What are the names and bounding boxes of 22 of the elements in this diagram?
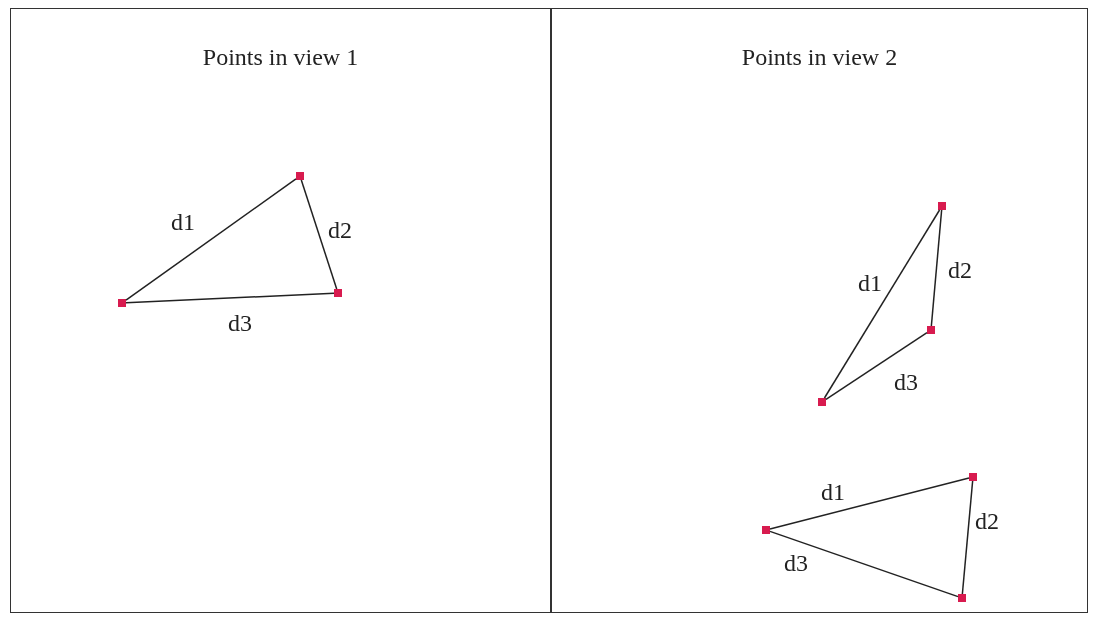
point-marker [958, 594, 966, 602]
point-marker [818, 398, 826, 406]
view-panel [10, 8, 551, 613]
distance-line [823, 209, 941, 399]
view-panel [551, 8, 1088, 613]
distance-line [125, 292, 335, 304]
distance-line [769, 477, 970, 530]
point-marker [969, 473, 977, 481]
distance-line [930, 209, 943, 327]
distance-line [125, 178, 297, 301]
panel-title: Points in view 2 [740, 43, 899, 72]
distance-line [825, 331, 928, 401]
distance-line [300, 179, 338, 290]
panel-title: Points in view 1 [201, 43, 360, 72]
point-marker [938, 202, 946, 210]
distance-line [961, 480, 974, 595]
point-marker [927, 326, 935, 334]
point-marker [296, 172, 304, 180]
point-marker [118, 299, 126, 307]
point-marker [334, 289, 342, 297]
point-marker [762, 526, 770, 534]
distance-line [769, 530, 959, 598]
